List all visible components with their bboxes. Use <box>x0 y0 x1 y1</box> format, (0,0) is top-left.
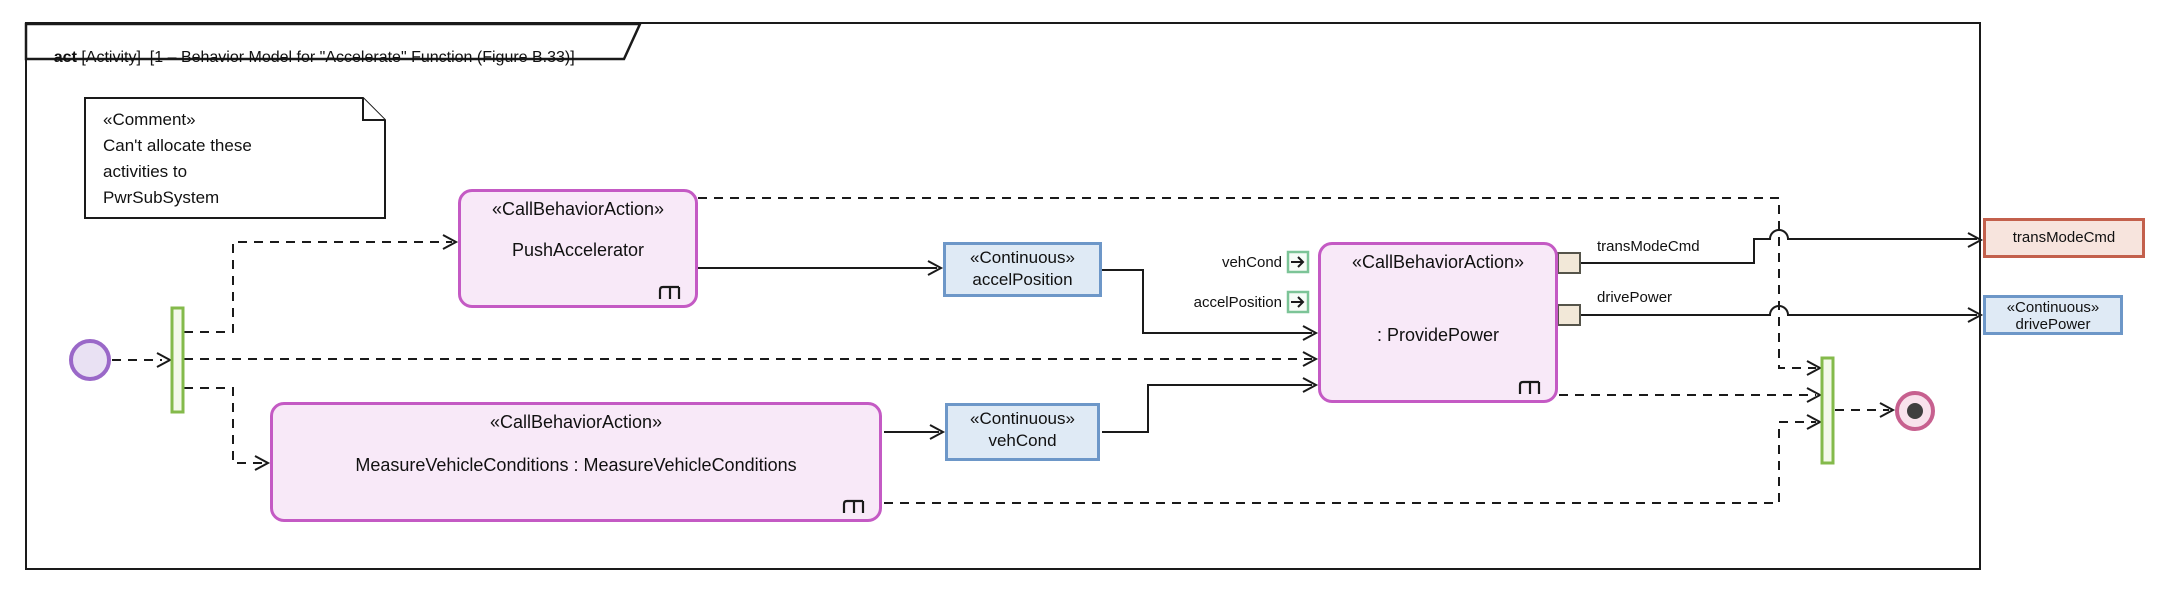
frame-keyword: act <box>53 49 77 66</box>
comment-note[interactable]: «Comment» Can't allocate these activitie… <box>103 107 252 211</box>
control-flow-initial-to-fork[interactable] <box>112 352 173 368</box>
control-flow-fork-to-measurevehicleconditions[interactable] <box>184 387 271 471</box>
action-name: PushAccelerator <box>511 240 645 260</box>
fork-node[interactable] <box>170 306 185 414</box>
arrowhead <box>1879 402 1896 418</box>
frame-title: act [Activity] [1 – Behavior Model for "… <box>36 31 575 85</box>
action-stereotype: «CallBehaviorAction» <box>491 199 665 219</box>
out-param-drivepower[interactable]: «Continuous» drivePower <box>1983 295 2123 335</box>
out-param-name: drivePower <box>2015 316 2091 333</box>
arrowhead <box>1302 351 1319 367</box>
control-flow-pushaccelerator-to-join[interactable] <box>698 197 1823 376</box>
comment-line: Can't allocate these <box>103 136 252 155</box>
object-flow-measurevehicleconditions-to-vehcond[interactable] <box>884 424 946 440</box>
comment-line: activities to <box>103 162 188 181</box>
arrowhead <box>1967 232 1984 248</box>
object-name: vehCond <box>988 431 1057 450</box>
pin-arrow-icon <box>1291 256 1305 268</box>
arrowhead <box>1967 307 1984 323</box>
object-flow-transmodecmd-out[interactable] <box>1581 229 1984 264</box>
arrowhead <box>927 260 944 276</box>
frame-title-text: [Activity] [1 – Behavior Model for "Acce… <box>76 49 575 66</box>
output-pin-transmodecmd[interactable] <box>1557 252 1581 274</box>
out-param-name: transModeCmd <box>2012 229 2116 246</box>
arrowhead <box>254 455 271 471</box>
comment-stereotype: «Comment» <box>103 110 196 129</box>
pin-label-accelposition: accelPosition <box>1193 294 1282 311</box>
out-param-stereotype: «Continuous» <box>2006 299 2100 316</box>
output-pin-drivepower[interactable] <box>1557 304 1581 326</box>
arrowhead <box>442 234 459 250</box>
object-stereotype: «Continuous» <box>970 248 1075 267</box>
control-flow-providepower-to-join[interactable] <box>1559 387 1823 403</box>
arrowhead <box>156 352 173 368</box>
input-pin-accelposition[interactable] <box>1286 290 1310 314</box>
activity-frame <box>25 22 1981 570</box>
initial-node[interactable] <box>69 339 111 381</box>
object-flow-vehcond-to-providepower[interactable] <box>1102 377 1319 433</box>
activity-final-node[interactable] <box>1895 391 1935 431</box>
object-flow-drivepower-out[interactable] <box>1581 305 1984 323</box>
pin-arrow-icon <box>1291 296 1305 308</box>
arrowhead <box>1302 377 1319 393</box>
pin-label-vehcond: vehCond <box>1221 254 1282 271</box>
object-name: accelPosition <box>972 270 1073 289</box>
object-node-accelposition[interactable]: «Continuous» accelPosition <box>943 242 1102 297</box>
action-push-accelerator[interactable]: «CallBehaviorAction» PushAccelerator <box>458 189 698 308</box>
out-param-transmodecmd[interactable]: transModeCmd <box>1983 218 2145 258</box>
object-flow-pushaccelerator-to-accelposition[interactable] <box>698 260 944 276</box>
final-node-dot <box>1907 403 1923 419</box>
rake-icon <box>842 499 865 513</box>
action-stereotype: «CallBehaviorAction» <box>1351 252 1525 272</box>
object-flow-accelposition-to-providepower[interactable] <box>1102 269 1319 341</box>
flow-label-drivepower: drivePower <box>1597 289 1673 306</box>
action-name: : ProvidePower <box>1376 325 1500 345</box>
arrowhead <box>1806 387 1823 403</box>
object-stereotype: «Continuous» <box>970 409 1075 428</box>
rake-icon <box>658 285 681 299</box>
comment-line: PwrSubSystem <box>103 188 220 207</box>
arrowhead <box>1806 360 1823 376</box>
arrowhead <box>1302 325 1319 341</box>
input-pin-vehcond[interactable] <box>1286 250 1310 274</box>
action-provide-power[interactable]: «CallBehaviorAction» : ProvidePower <box>1318 242 1558 403</box>
arrowhead <box>929 424 946 440</box>
frame-title-tab[interactable] <box>24 22 642 61</box>
action-measure-vehicle-conditions[interactable]: «CallBehaviorAction» MeasureVehicleCondi… <box>270 402 882 522</box>
object-node-vehcond[interactable]: «Continuous» vehCond <box>945 403 1100 461</box>
action-name: MeasureVehicleConditions : MeasureVehicl… <box>355 455 797 475</box>
control-flow-fork-to-pushaccelerator[interactable] <box>184 234 459 333</box>
comment-note-shape[interactable] <box>84 97 386 219</box>
control-flow-measurevehicleconditions-to-join[interactable] <box>884 414 1823 504</box>
arrowhead <box>1806 414 1823 430</box>
flow-label-transmodecmd: transModeCmd <box>1597 238 1700 255</box>
join-node[interactable] <box>1820 356 1835 465</box>
action-stereotype: «CallBehaviorAction» <box>489 412 663 432</box>
note-fold-corner <box>362 98 385 121</box>
rake-icon <box>1518 380 1541 394</box>
control-flow-join-to-final[interactable] <box>1835 402 1896 418</box>
control-flow-fork-to-providepower[interactable] <box>184 351 1319 367</box>
